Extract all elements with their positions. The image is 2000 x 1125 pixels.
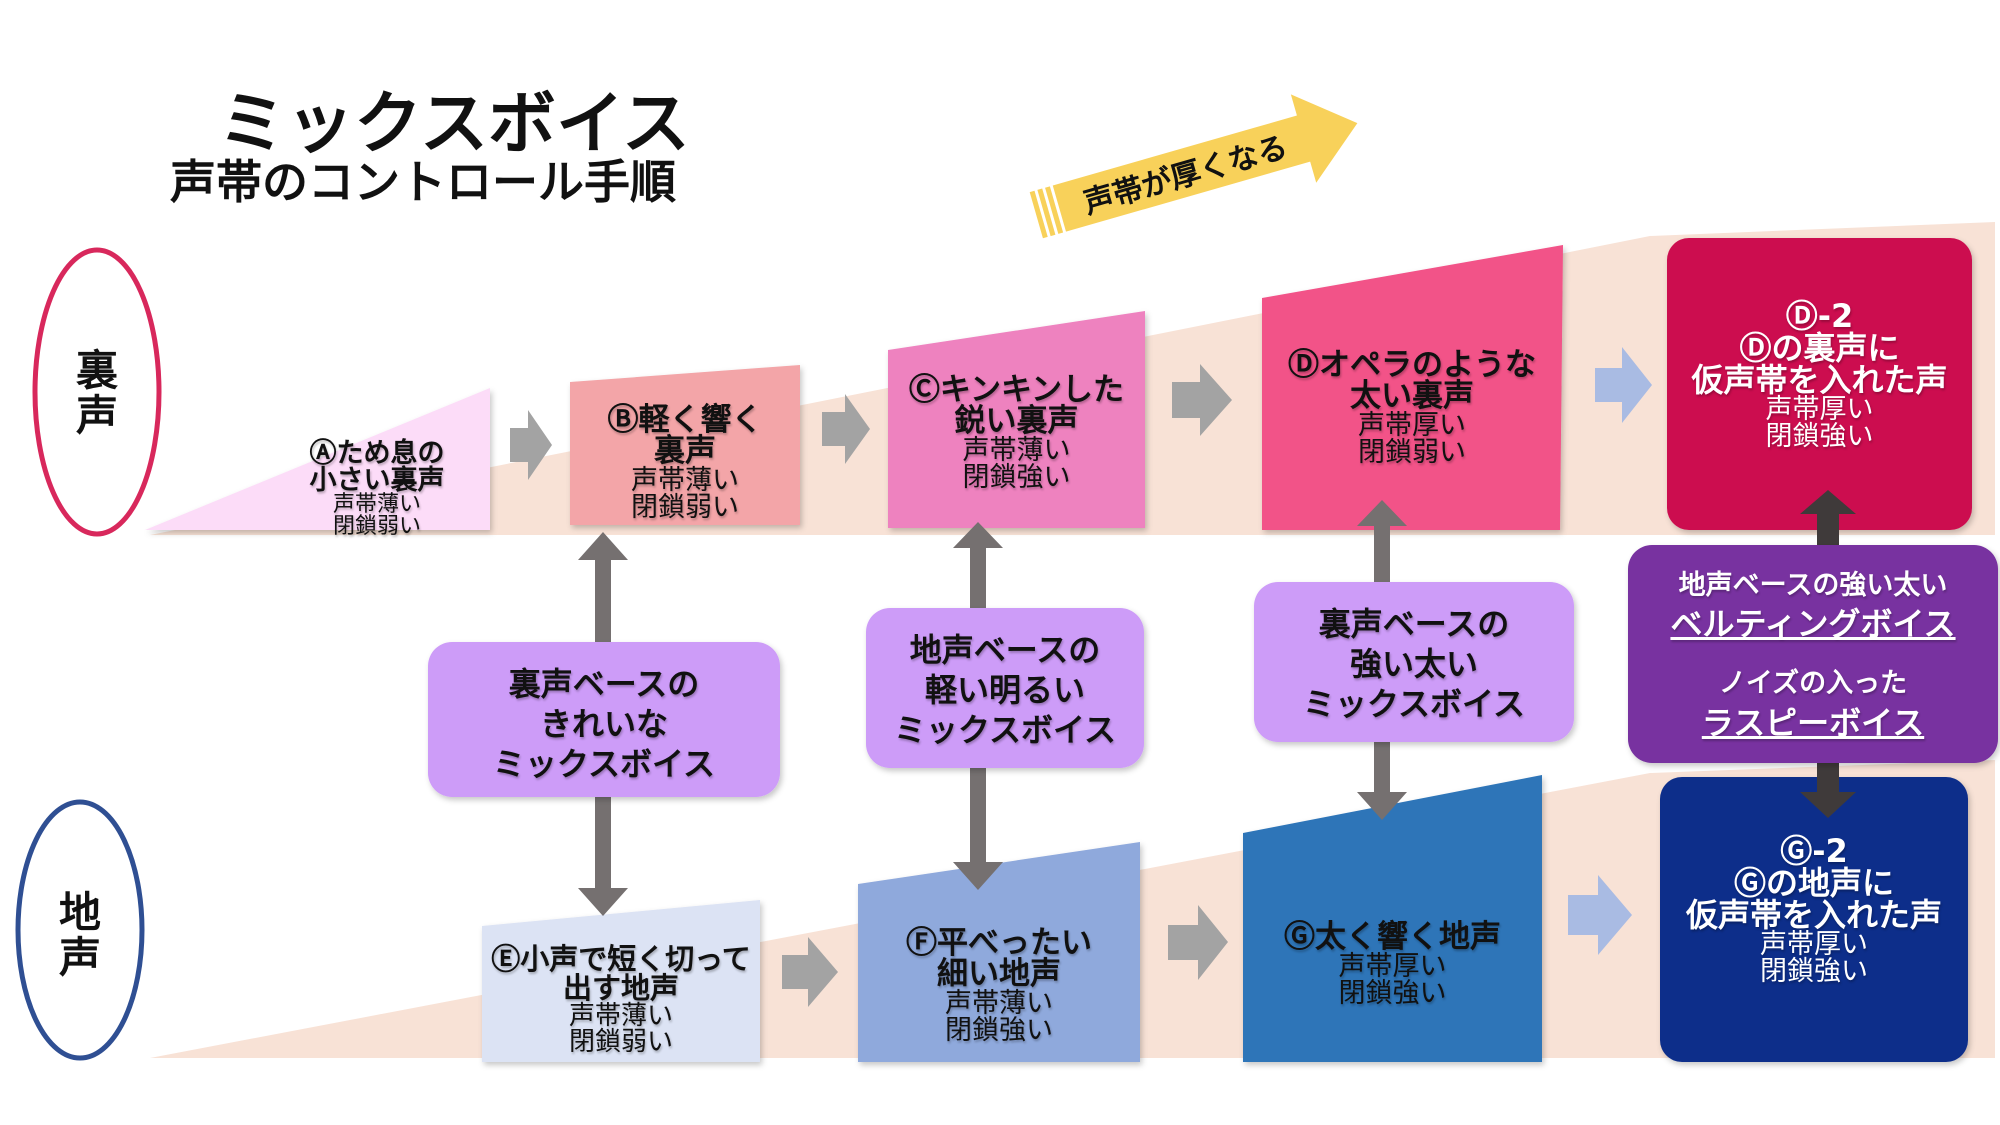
head-step-c-box xyxy=(888,311,1145,528)
head-register-ellipse xyxy=(32,247,162,537)
chest-step-e-text: Ⓔ小声で短く切って 出す地声 声帯薄い 閉鎖弱い xyxy=(491,942,751,1057)
connector-d2-belting xyxy=(1800,490,1856,548)
step-arrow-c-d xyxy=(1172,364,1232,436)
step-arrow-e-f xyxy=(782,937,838,1007)
chest-step-e-box xyxy=(482,900,760,1062)
head-step-b-text: Ⓑ軽く響く 裏声 声帯薄い 閉鎖弱い xyxy=(607,402,763,523)
chest-step-f-box xyxy=(858,842,1140,1062)
thickening-arrow xyxy=(1029,94,1358,239)
belting-box xyxy=(1628,545,1998,763)
raspy-voice-name: ラスピーボイス xyxy=(1701,703,1925,742)
step-arrow-f-g xyxy=(1168,905,1228,980)
head-step-d2-box xyxy=(1667,238,1972,530)
head-step-d2-text: Ⓓ-2 Ⓓの裏声に 仮声帯を入れた声 声帯厚い 閉鎖強い xyxy=(1691,297,1948,452)
head-step-b-box xyxy=(570,365,800,525)
chest-step-f-text: Ⓕ平べったい 細い地声 声帯薄い 閉鎖強い xyxy=(906,925,1092,1046)
head-step-d-text: Ⓓオペラのような 太い裏声 声帯厚い 閉鎖弱い xyxy=(1288,347,1536,468)
head-step-c-text: Ⓒキンキンした 鋭い裏声 声帯薄い 閉鎖強い xyxy=(908,372,1125,493)
belting-text: 地声ベースの強い太い ベルティングボイス ノイズの入った ラスピーボイス xyxy=(1628,568,1998,743)
step-arrow-d-d2 xyxy=(1595,347,1652,423)
chest-register-ellipse xyxy=(15,799,145,1061)
mix-box-1 xyxy=(428,642,780,797)
chest-step-g-box xyxy=(1243,775,1542,1062)
head-step-a-text: Ⓐため息の 小さい裏声 声帯薄い 閉鎖弱い xyxy=(309,438,445,539)
head-register-label: 裏声 xyxy=(75,346,118,441)
belting-voice-name: ベルティングボイス xyxy=(1670,605,1956,644)
head-step-a-box xyxy=(145,388,490,530)
head-step-d-box xyxy=(1262,245,1563,530)
diagram-title: ミックスボイス xyxy=(218,85,690,164)
step-arrow-a-b xyxy=(510,410,552,480)
chest-step-g2-text: Ⓖ-2 Ⓖの地声に 仮声帯を入れた声 声帯厚い 閉鎖強い xyxy=(1685,832,1942,987)
chest-step-g-text: Ⓖ太く響く地声 声帯厚い 閉鎖強い xyxy=(1284,919,1501,1009)
chest-register-label: 地声 xyxy=(58,888,101,983)
chest-step-g2-box xyxy=(1660,777,1968,1062)
connector-belting-g2 xyxy=(1800,762,1856,818)
diagram-subtitle: 声帯のコントロール手順 xyxy=(170,155,676,209)
mix-box-2 xyxy=(866,608,1144,768)
mix-voice-3-text: 裏声ベースの 強い太い ミックスボイス xyxy=(1302,605,1526,723)
mix-voice-1-text: 裏声ベースの きれいな ミックスボイス xyxy=(492,665,716,783)
step-arrow-b-c xyxy=(822,394,870,464)
mix-voice-2-text: 地声ベースの 軽い明るい ミックスボイス xyxy=(893,631,1117,749)
mix-box-3 xyxy=(1254,582,1574,742)
step-arrow-g-g2 xyxy=(1568,875,1632,955)
